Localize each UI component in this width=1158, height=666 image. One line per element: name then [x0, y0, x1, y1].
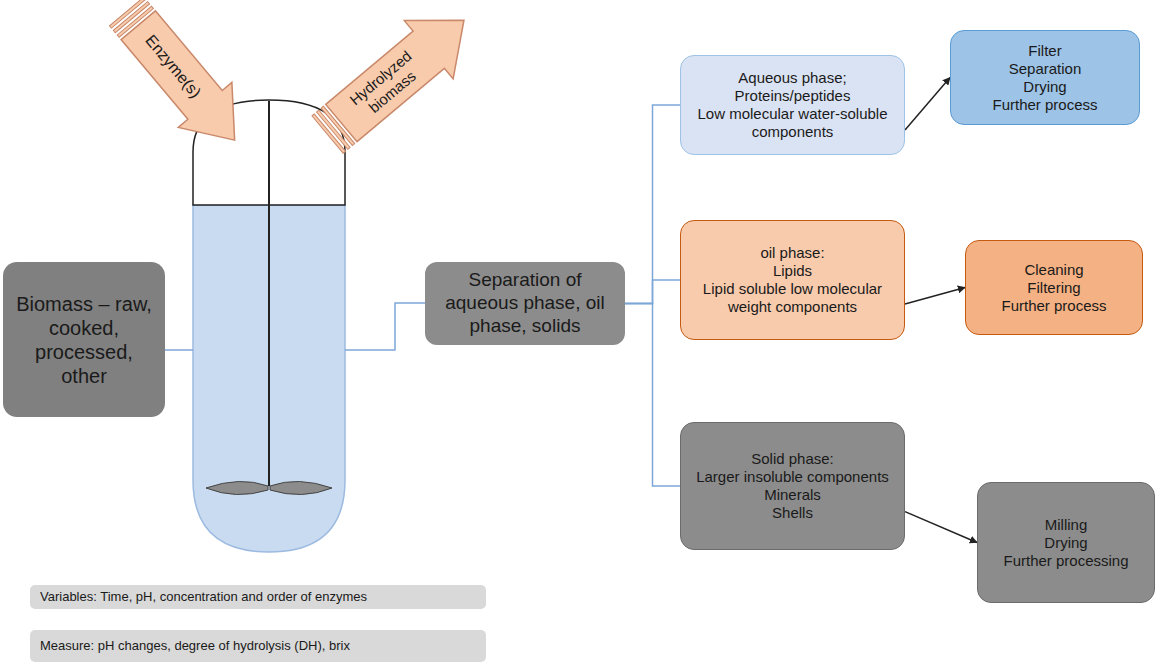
branch-line	[625, 304, 680, 487]
stirrer-shaft	[268, 101, 270, 486]
node-text: Variables: Time, pH, concentration and o…	[40, 589, 367, 605]
phase-box: oil phase:LipidsLipid soluble low molecu…	[680, 220, 905, 340]
branch-line	[625, 105, 680, 304]
flow-arrow	[905, 288, 965, 305]
reactor-vessel	[193, 100, 345, 552]
arrow-body	[111, 3, 261, 163]
arrow-stripe	[109, 0, 145, 28]
arrow-stripe	[113, 2, 149, 33]
node-text: Filter	[1028, 42, 1061, 60]
branch-line	[625, 280, 680, 304]
arrow-body	[317, 0, 488, 152]
step-box: FilterSeparationDryingFurther process	[950, 30, 1140, 125]
enzyme-arrow: Enzyme(s)	[99, 0, 262, 163]
node-text: oil phase:	[760, 244, 824, 262]
node-text: Proteins/peptides	[735, 87, 851, 105]
node-text: Cleaning	[1024, 261, 1083, 279]
node-text: Larger insoluble components	[696, 468, 889, 486]
note-box: Measure: pH changes, degree of hydrolysi…	[30, 630, 486, 662]
process-box: Separation of aqueous phase, oil phase, …	[425, 262, 625, 345]
node-text: Low molecular water-soluble components	[689, 105, 896, 141]
node-text: Solid phase:	[751, 450, 834, 468]
note-box: Variables: Time, pH, concentration and o…	[30, 585, 486, 609]
node-text: Shells	[772, 504, 813, 522]
phase-box: Solid phase:Larger insoluble componentsM…	[680, 422, 905, 550]
arrow-stripe	[117, 6, 153, 37]
step-box: MillingDryingFurther processing	[977, 482, 1155, 603]
step-box: CleaningFilteringFurther process	[965, 240, 1143, 335]
flow-arrow	[905, 78, 950, 131]
node-text: Lipid soluble low molecular weight compo…	[689, 280, 896, 316]
node-text: Separation	[1009, 60, 1082, 78]
node-text: Drying	[1023, 78, 1066, 96]
node-text: Drying	[1044, 534, 1087, 552]
node-text: Further processing	[1003, 552, 1128, 570]
outlet-line	[345, 303, 425, 350]
arrow-stripe	[321, 106, 355, 145]
node-text: Aqueous phase;	[738, 69, 846, 87]
flow-arrow	[905, 512, 977, 543]
node-text: Biomass – raw, cooked, processed, other	[11, 292, 157, 388]
node-text: Measure: pH changes, degree of hydrolysi…	[40, 638, 350, 654]
stirrer-blade	[270, 481, 332, 494]
node-text: Further process	[992, 96, 1097, 114]
node-text: Milling	[1045, 516, 1088, 534]
feed-line	[165, 349, 193, 351]
node-text: Separation of aqueous phase, oil phase, …	[433, 269, 617, 337]
node-text: Minerals	[764, 486, 821, 504]
node-text: Further process	[1001, 297, 1106, 315]
arrow-stripe	[317, 110, 351, 149]
node-text: Filtering	[1027, 279, 1080, 297]
stirrer-blade	[206, 481, 268, 494]
output-arrow: Hydrolyzed biomass	[302, 0, 489, 165]
input-box: Biomass – raw, cooked, processed, other	[3, 262, 165, 417]
arrow-stripe	[312, 114, 346, 153]
node-text: Lipids	[773, 262, 812, 280]
phase-box: Aqueous phase;Proteins/peptidesLow molec…	[680, 55, 905, 155]
